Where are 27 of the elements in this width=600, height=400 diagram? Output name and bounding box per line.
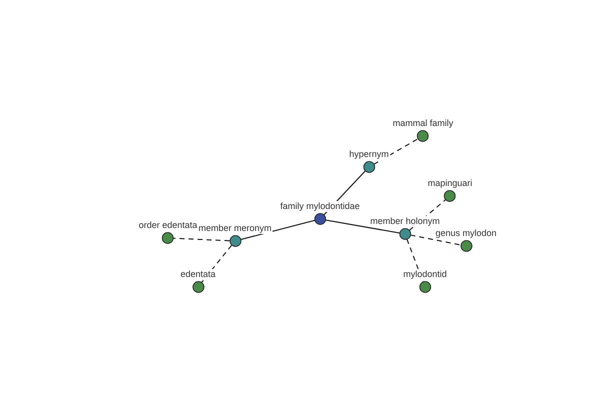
node-label: mammal family (392, 118, 454, 129)
graph-node (426, 178, 474, 202)
node-label: mylodontid (402, 269, 448, 280)
connector-line (324, 219, 400, 234)
graph-node (279, 201, 361, 225)
node-label: mapinguari (426, 178, 474, 189)
node-label: genus mylodon (434, 228, 498, 239)
node-label: edentata (179, 269, 217, 280)
graph-node (434, 228, 498, 252)
dashed-connector (373, 138, 419, 165)
dashed-connector (200, 244, 232, 284)
dashed-connector (410, 234, 462, 246)
graph-node (198, 223, 272, 247)
node-label: member holonym (369, 216, 441, 227)
node-label: family mylodontidae (279, 201, 361, 212)
dashed-connector (173, 238, 230, 242)
node-label: hypernym (348, 149, 390, 160)
graph-node (402, 269, 448, 293)
dashed-connector (408, 199, 446, 231)
graph-node (348, 149, 390, 173)
dashed-connector (406, 238, 424, 282)
node-label: order edentata (138, 220, 198, 231)
graph-node (392, 118, 454, 142)
graph-node (179, 269, 217, 293)
connector-line (240, 220, 316, 240)
node-label: member meronym (198, 223, 272, 234)
graph-node (138, 220, 198, 244)
